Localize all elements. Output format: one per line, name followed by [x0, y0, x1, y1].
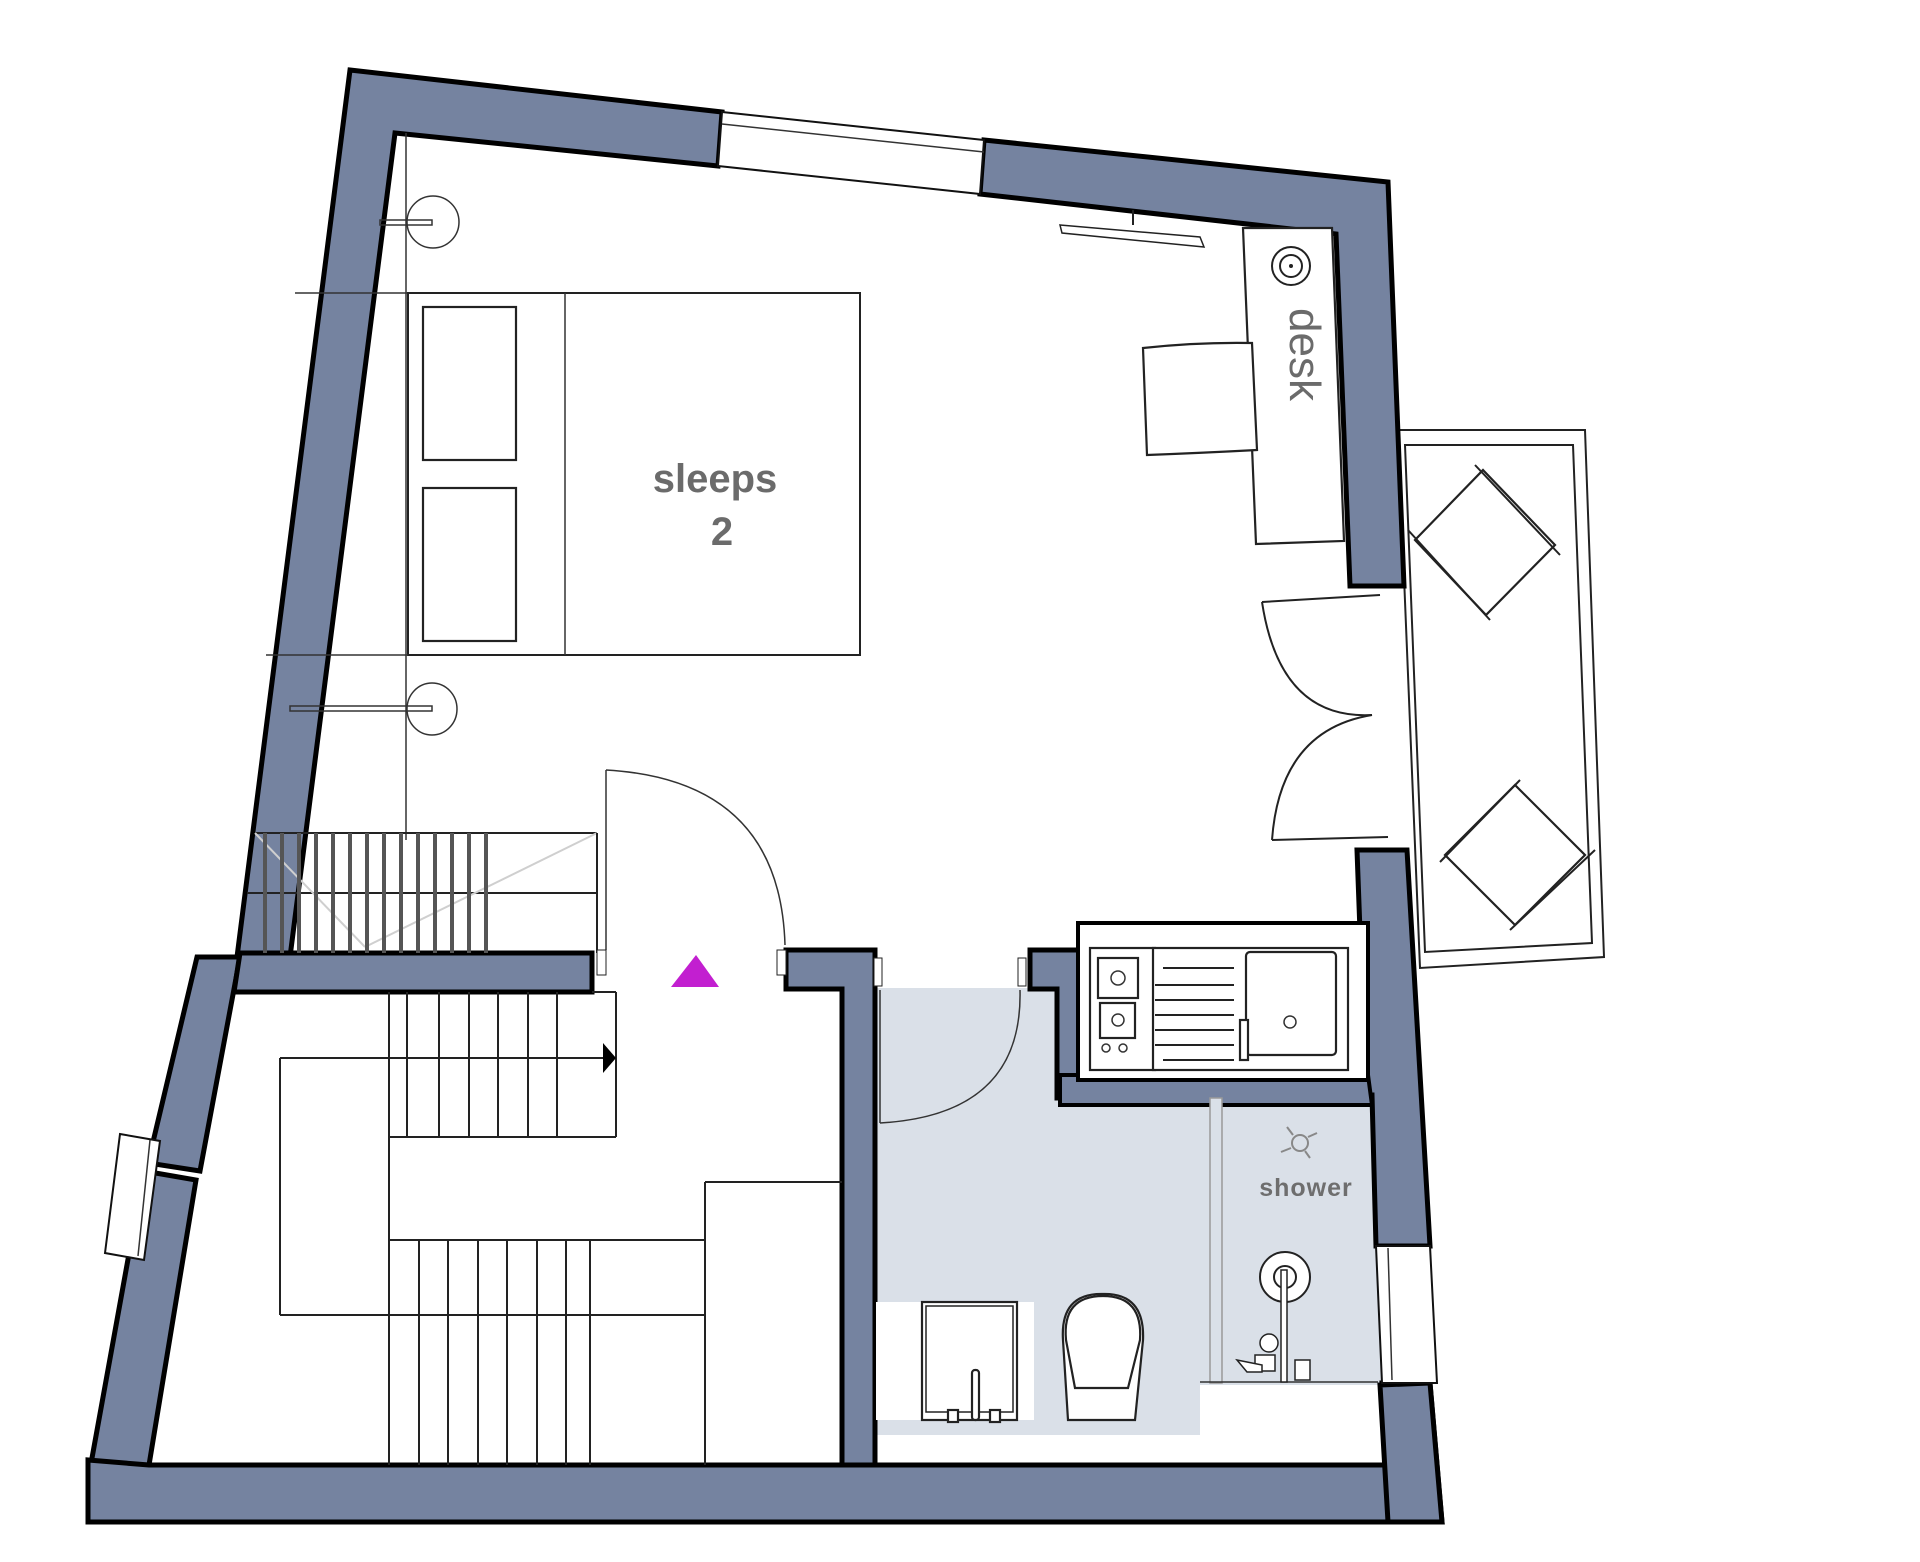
window-right-shower: [1374, 1245, 1439, 1384]
window-left: [103, 1132, 162, 1262]
bathroom-door[interactable]: [873, 957, 1027, 1124]
desk: desk: [1241, 226, 1346, 546]
windows: [103, 110, 1439, 1384]
balcony-chair-top: [1407, 464, 1561, 621]
gallery-railing: [247, 832, 598, 953]
bedroom-label: sleeps: [653, 457, 778, 501]
entrance-door[interactable]: [596, 769, 787, 976]
staircase: [247, 832, 842, 1465]
desk-chair: [1141, 341, 1259, 457]
bedside-lamp-bottom: [289, 682, 458, 736]
shower-label: shower: [1259, 1174, 1353, 1202]
shower-mixer-icon: [1235, 1251, 1311, 1383]
drainer: [1155, 967, 1234, 1061]
bedside-lamp-top: [379, 195, 460, 249]
sink-icon: [1238, 950, 1338, 1062]
balcony: [1396, 429, 1606, 970]
bedroom-capacity: 2: [711, 510, 733, 554]
balcony-french-doors[interactable]: [1261, 594, 1389, 841]
pillow-left-bottom: [421, 486, 518, 643]
shower-head-icon: [1280, 1126, 1318, 1159]
toilet-icon: [1061, 1292, 1145, 1422]
stair-direction-arrow-icon: [603, 1043, 616, 1073]
double-bed: sleeps 2: [266, 133, 861, 840]
kitchenette: [1076, 921, 1370, 1082]
desk-label: desk: [1280, 308, 1329, 402]
shower: shower: [1200, 1097, 1378, 1384]
washbasin: [876, 1300, 1034, 1424]
entrance-marker-icon: [671, 955, 719, 987]
pillow-left-top: [421, 305, 518, 462]
exterior-walls: [85, 67, 1445, 1525]
balcony-chair-bottom: [1439, 779, 1596, 931]
tv-icon: [1059, 210, 1206, 248]
hob-icon: [1096, 956, 1140, 1053]
window-top: [716, 110, 986, 196]
